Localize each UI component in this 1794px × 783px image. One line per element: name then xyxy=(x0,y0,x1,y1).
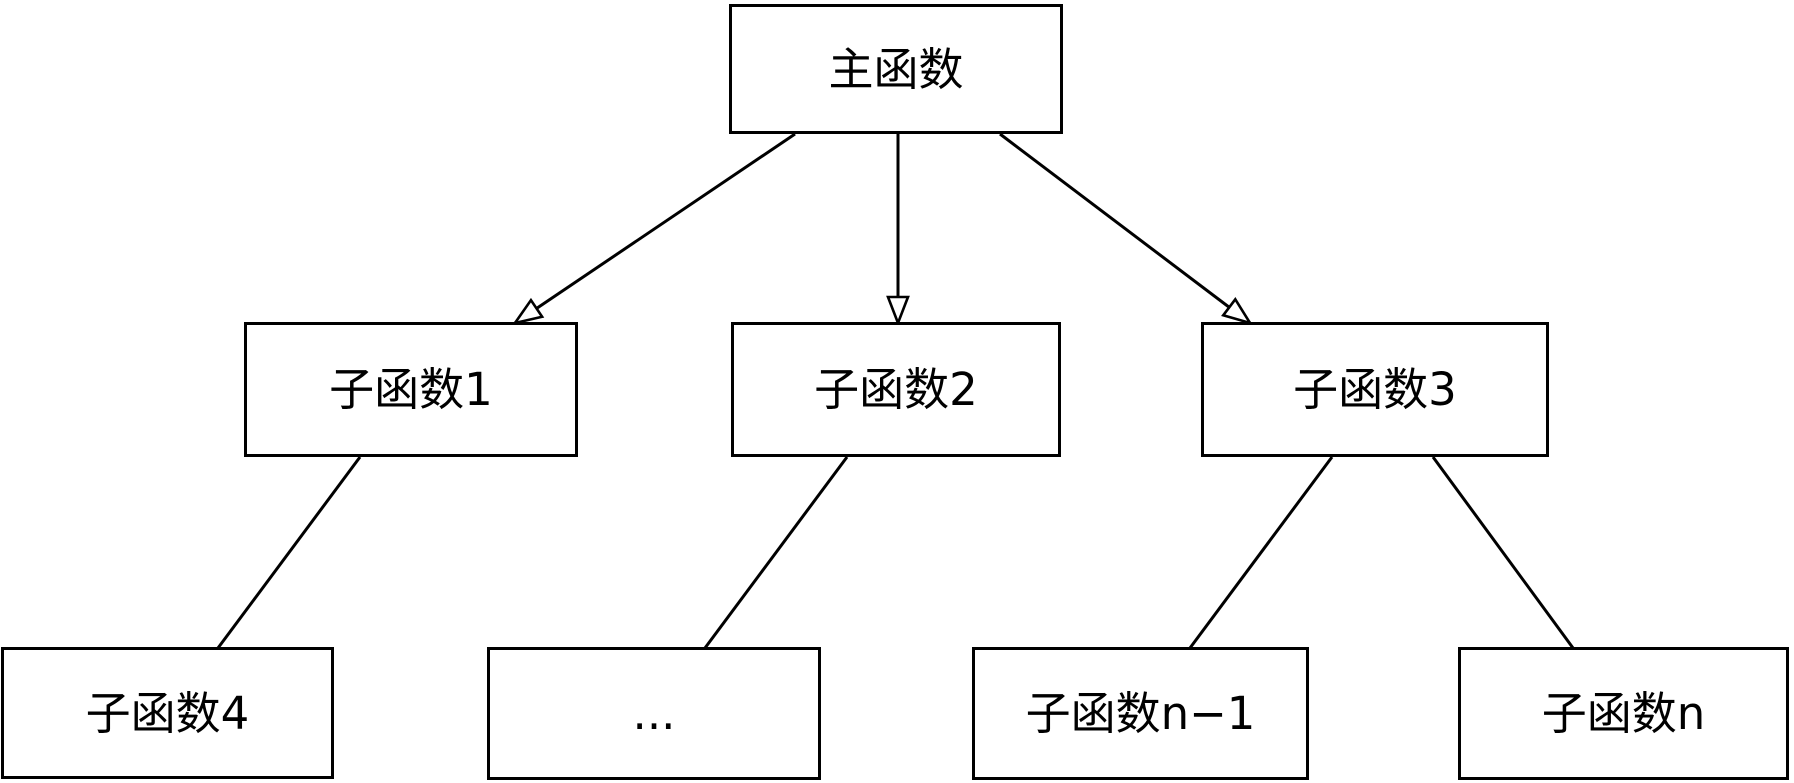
node-sub-function-2: 子函数2 xyxy=(731,322,1061,457)
node-sub-function-4: 子函数4 xyxy=(1,647,334,779)
edge-sub1-to-sub4 xyxy=(216,456,362,649)
node-sub-function-4-label: 子函数4 xyxy=(85,686,250,740)
node-sub-function-n: 子函数n xyxy=(1458,647,1789,780)
edge-main-to-sub3 xyxy=(999,132,1250,323)
edge-main-to-sub1 xyxy=(515,132,796,323)
edge-sub2-to-dots xyxy=(703,456,849,649)
node-ellipsis-label: ... xyxy=(632,687,676,740)
node-sub-function-2-label: 子函数2 xyxy=(814,363,978,416)
node-sub-function-3: 子函数3 xyxy=(1201,322,1549,457)
node-main-function: 主函数 xyxy=(729,4,1063,134)
node-ellipsis: ... xyxy=(487,647,821,780)
node-sub-function-3-label: 子函数3 xyxy=(1293,363,1457,416)
node-sub-function-n-minus-1-label: 子函数n−1 xyxy=(1025,687,1256,740)
node-sub-function-1: 子函数1 xyxy=(244,322,578,457)
edge-sub3-to-subn1 xyxy=(1188,456,1334,649)
node-sub-function-n-minus-1: 子函数n−1 xyxy=(972,647,1309,780)
edge-sub3-to-subn xyxy=(1431,456,1575,649)
node-sub-function-n-label: 子函数n xyxy=(1541,687,1706,740)
node-main-function-label: 主函数 xyxy=(828,42,964,96)
node-sub-function-1-label: 子函数1 xyxy=(329,363,493,416)
